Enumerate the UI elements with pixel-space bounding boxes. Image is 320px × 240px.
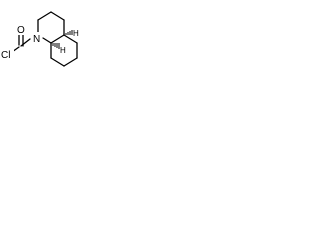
nitrogen-label: N xyxy=(33,34,40,45)
hashed-bond-upper xyxy=(65,30,73,35)
hydrogen-top-label: H xyxy=(73,29,79,38)
bond-c8-c7 xyxy=(50,57,65,67)
oxygen-label: O xyxy=(17,25,25,36)
bond-c3-c4 xyxy=(50,11,65,21)
hashed-bond-lower xyxy=(52,43,60,49)
molecule-structure: N O Cl H H xyxy=(0,11,79,67)
hydrogen-bottom-label: H xyxy=(60,46,66,55)
chlorine-label: Cl xyxy=(1,50,10,61)
bond-c2-c3 xyxy=(37,11,52,21)
bond-c8a-n xyxy=(42,37,52,44)
bond-c4a-c8a xyxy=(50,34,65,44)
bond-c7-c6 xyxy=(63,57,78,67)
bond-c5-c4a xyxy=(63,34,78,44)
